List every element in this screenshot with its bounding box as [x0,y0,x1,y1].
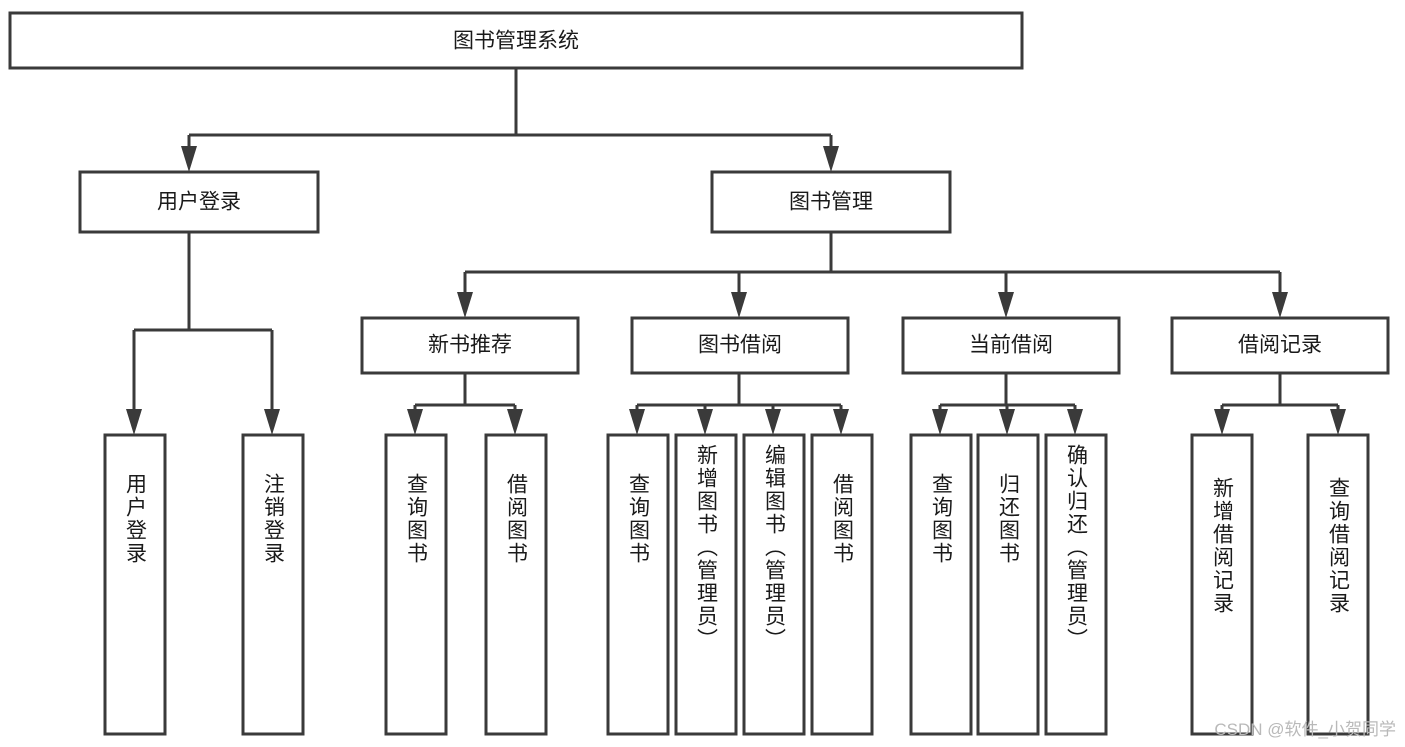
node-leaf-bb-borrow-book[interactable]: 借阅图书 [810,433,874,736]
leaf-bb-edit-book-box[interactable] [742,433,806,736]
new-book-recommend-label: 新书推荐 [428,334,512,357]
arrow-to-borrow-record [1272,292,1288,318]
leaf-bb-edit-book-label: 编辑图书（管理员） [763,444,787,651]
arrow-to-current-borrow [998,292,1014,318]
borrow-record-label: 借阅记录 [1238,334,1322,357]
leaf-bb-query-book-label: 查询图书 [627,473,651,565]
borrow-record-box[interactable] [1170,316,1390,375]
leaf-nbr-query-book-box[interactable] [384,433,448,736]
arrow-to-bb-leaf-1 [629,409,645,435]
new-book-recommend-box[interactable] [360,316,580,375]
leaf-logout-label: 注销登录 [262,473,286,565]
leaf-bb-borrow-book-label: 借阅图书 [831,473,855,565]
arrow-to-cb-leaf-1 [932,409,948,435]
arrow-to-nbr-leaf-2 [507,409,523,435]
node-new-book-recommend[interactable]: 新书推荐 [360,316,580,375]
node-leaf-bb-add-book[interactable]: 新增图书（管理员） [674,433,738,736]
node-leaf-br-add-record[interactable]: 新增借阅记录 [1190,433,1254,736]
leaf-cb-return-book-label: 归还图书 [997,473,1021,565]
node-leaf-user-login[interactable]: 用户登录 [103,433,167,736]
leaf-cb-return-book-box[interactable] [976,433,1040,736]
node-borrow-record[interactable]: 借阅记录 [1170,316,1390,375]
arrow-to-bb-leaf-3 [765,409,781,435]
arrow-to-book-mgmt [823,146,839,172]
leaf-br-add-record-label: 新增借阅记录 [1211,477,1235,615]
leaf-cb-query-book-box[interactable] [909,433,973,736]
leaf-br-query-record-box[interactable] [1306,433,1370,736]
leaf-bb-add-book-box[interactable] [674,433,738,736]
root-box[interactable] [8,11,1024,70]
leaf-logout-box[interactable] [241,433,305,736]
user-login-box[interactable] [78,170,320,234]
csdn-watermark: CSDN @软件_小贺同学 [1214,720,1396,739]
node-leaf-nbr-borrow-book[interactable]: 借阅图书 [484,433,548,736]
node-leaf-cb-query-book[interactable]: 查询图书 [909,433,973,736]
user-login-label: 用户登录 [157,191,241,214]
node-book-management[interactable]: 图书管理 [710,170,952,234]
leaf-cb-confirm-return-label: 确认归还（管理员） [1065,444,1089,651]
current-borrow-box[interactable] [901,316,1121,375]
leaf-nbr-borrow-book-box[interactable] [484,433,548,736]
leaf-bb-query-book-box[interactable] [606,433,670,736]
leaf-nbr-borrow-book-label: 借阅图书 [505,473,529,565]
arrow-to-new-book-recommend [457,292,473,318]
leaf-nbr-query-book-label: 查询图书 [405,473,429,565]
leaf-user-login-label: 用户登录 [124,473,148,565]
node-user-login[interactable]: 用户登录 [78,170,320,234]
arrow-to-book-borrow [731,292,747,318]
leaf-cb-query-book-label: 查询图书 [930,473,954,565]
current-borrow-label: 当前借阅 [969,334,1053,357]
arrow-to-cb-leaf-3 [1067,409,1083,435]
arrow-to-br-leaf-1 [1214,409,1230,435]
node-leaf-logout[interactable]: 注销登录 [241,433,305,736]
connectors-group [126,68,1346,435]
arrow-to-cb-leaf-2 [999,409,1015,435]
node-root-book-management-system[interactable]: 图书管理系统 [8,11,1024,70]
node-leaf-cb-return-book[interactable]: 归还图书 [976,433,1040,736]
root-label: 图书管理系统 [453,30,579,53]
leaf-bb-borrow-book-box[interactable] [810,433,874,736]
node-current-borrow[interactable]: 当前借阅 [901,316,1121,375]
arrow-to-nbr-leaf-1 [407,409,423,435]
node-leaf-cb-confirm-return[interactable]: 确认归还（管理员） [1044,433,1108,736]
arrow-to-br-leaf-2 [1330,409,1346,435]
book-borrow-label: 图书借阅 [698,334,782,357]
arrow-to-bb-leaf-4 [833,409,849,435]
arrow-to-bb-leaf-2 [697,409,713,435]
leaf-user-login-box[interactable] [103,433,167,736]
book-management-label: 图书管理 [789,191,873,214]
arrow-to-user-login [181,146,197,172]
node-book-borrow[interactable]: 图书借阅 [630,316,850,375]
leaf-br-add-record-box[interactable] [1190,433,1254,736]
book-borrow-box[interactable] [630,316,850,375]
node-leaf-nbr-query-book[interactable]: 查询图书 [384,433,448,736]
node-leaf-br-query-record[interactable]: 查询借阅记录 [1306,433,1370,736]
leaf-br-query-record-label: 查询借阅记录 [1327,477,1351,615]
arrow-to-leaf-logout [264,409,280,435]
leaf-bb-add-book-label: 新增图书（管理员） [695,444,719,651]
leaf-cb-confirm-return-box[interactable] [1044,433,1108,736]
node-leaf-bb-edit-book[interactable]: 编辑图书（管理员） [742,433,806,736]
node-leaf-bb-query-book[interactable]: 查询图书 [606,433,670,736]
arrow-to-leaf-user-login [126,409,142,435]
book-management-box[interactable] [710,170,952,234]
